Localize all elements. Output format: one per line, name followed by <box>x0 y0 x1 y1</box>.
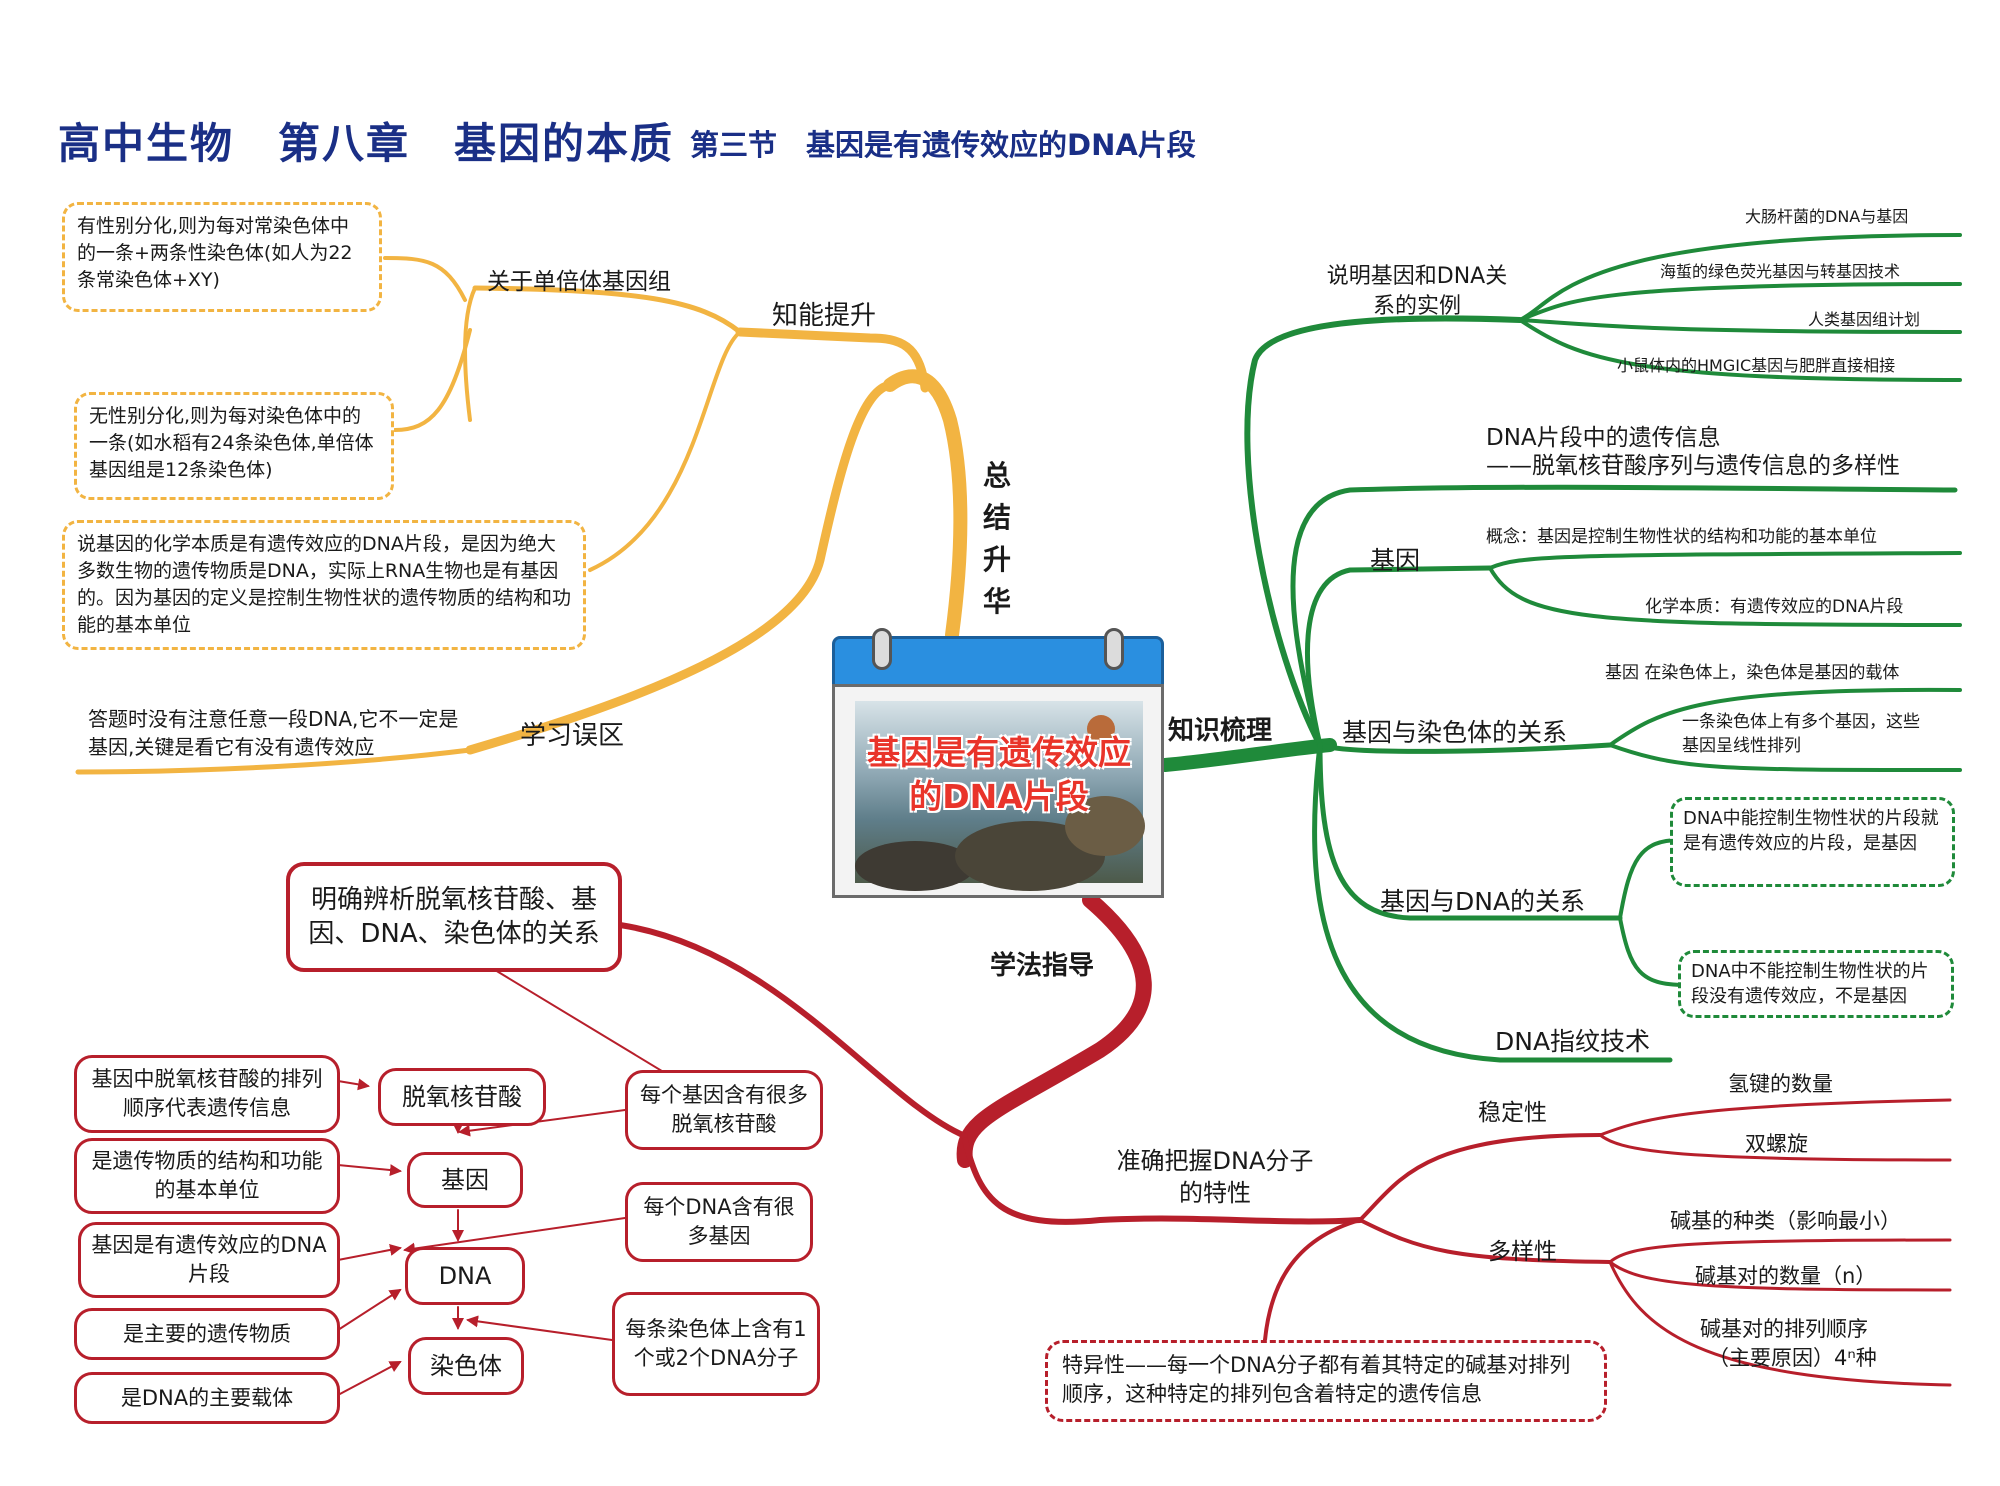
gene-label[interactable]: 基因 <box>1370 546 1421 575</box>
coin-icon <box>1087 715 1115 743</box>
example-item: 人类基因组计划 <box>1808 310 1921 329</box>
right-note: 每个基因含有很多脱氧核苷酸 <box>625 1070 823 1150</box>
diversity-item: （主要原因）4ⁿ种 <box>1708 1346 1877 1370</box>
fingerprint-label[interactable]: DNA指纹技术 <box>1495 1027 1651 1056</box>
center-label: 基因是有遗传效应的DNA片段 <box>867 733 1131 816</box>
mistake-text: 答题时没有注意任意一段DNA,它不一定是基因,关键是看它有没有遗传效应 <box>88 707 459 759</box>
left-note: 是遗传物质的结构和功能的基本单位 <box>74 1138 340 1214</box>
method-trunk <box>956 892 1152 1168</box>
diversity-item: 碱基对的数量（n） <box>1695 1264 1877 1288</box>
diversity-label[interactable]: 多样性 <box>1488 1239 1557 1265</box>
diversity-item: 碱基的种类（影响最小） <box>1670 1209 1901 1233</box>
example-item: 海蜇的绿色荧光基因与转基因技术 <box>1660 262 1901 281</box>
method-label[interactable]: 学法指导 <box>990 951 1095 981</box>
haploid-stem <box>463 286 477 422</box>
page-title: 高中生物 第八章 基因的本质 <box>58 119 675 168</box>
chemical-branch <box>588 330 742 572</box>
stability-item: 氢键的数量 <box>1728 1072 1833 1096</box>
k-dna <box>1317 742 1623 921</box>
mistake-branch <box>75 747 473 775</box>
k-gene <box>1305 565 1493 748</box>
node-gene: 基因 <box>407 1152 523 1208</box>
calendar-ring-icon <box>872 628 892 670</box>
node-chromosome: 染色体 <box>408 1337 524 1395</box>
zhineng-branch <box>735 327 930 393</box>
left-note: 是DNA的主要载体 <box>74 1372 340 1424</box>
node-dna: DNA <box>405 1247 525 1305</box>
summary-trunk <box>883 369 968 642</box>
k-chromosome <box>1317 742 1613 754</box>
method-properties <box>962 1137 1363 1225</box>
examples-label[interactable]: 说明基因和DNA关系的实例 <box>1326 264 1508 319</box>
haploid-label[interactable]: 关于单倍体基因组 <box>487 269 671 295</box>
stability-item: 双螺旋 <box>1745 1132 1808 1156</box>
gene-concept: 概念：基因是控制生物性状的结构和功能的基本单位 <box>1486 527 1877 547</box>
dna-relation-box1: DNA中能控制生物性状的片段就是有遗传效应的片段，是基因 <box>1670 797 1955 887</box>
haploid-asexual-box: 无性别分化,则为每对染色体中的一条(如水稻有24条染色体,单倍体基因组是12条染… <box>74 392 394 500</box>
calendar-ring-icon <box>1104 628 1124 670</box>
knowledge-label[interactable]: 知识梳理 <box>1168 716 1273 746</box>
chromosome-item1: 基因 在染色体上，染色体是基因的载体 <box>1605 663 1900 683</box>
summary-label[interactable]: 总结升华 <box>982 459 1011 618</box>
haploid-bottom <box>393 328 472 432</box>
dna-relation-box2: DNA中不能控制生物性状的片段没有遗传效应，不是基因 <box>1678 950 1954 1018</box>
chromosome-label[interactable]: 基因与染色体的关系 <box>1342 718 1568 747</box>
right-note: 每个DNA含有很多基因 <box>625 1182 813 1262</box>
info-line1[interactable]: DNA片段中的遗传信息 <box>1486 425 1721 451</box>
stone-icon <box>1065 796 1145 856</box>
calendar-body: 基因是有遗传效应的DNA片段 <box>832 684 1164 898</box>
left-note: 基因是有遗传效应的DNA片段 <box>78 1222 340 1298</box>
relation-box[interactable]: 明确辨析脱氧核苷酸、基因、DNA、染色体的关系 <box>286 862 622 972</box>
k-info <box>1290 484 1958 748</box>
node-nucleotide: 脱氧核苷酸 <box>378 1068 546 1126</box>
specificity-box: 特异性——每一个DNA分子都有着其特定的碱基对排列顺序，这种特定的排列包含着特定… <box>1045 1340 1607 1422</box>
gene-chemical: 化学本质：有遗传效应的DNA片段 <box>1645 597 1904 617</box>
chromosome-item2: 一条染色体上有多个基因，这些基因呈线性排列 <box>1682 712 1920 756</box>
center-node[interactable]: 基因是有遗传效应的DNA片段 <box>832 628 1164 898</box>
summary-lower <box>465 380 895 755</box>
dna-relation-label[interactable]: 基因与DNA的关系 <box>1380 887 1586 916</box>
diversity-item: 碱基对的排列顺序 <box>1700 1317 1868 1341</box>
method-relation <box>617 922 968 1139</box>
haploid-top <box>383 256 467 302</box>
left-note: 是主要的遗传物质 <box>74 1308 340 1360</box>
page-subtitle: 第三节 基因是有遗传效应的DNA片段 <box>690 128 1196 162</box>
info-line2: ——脱氧核苷酸序列与遗传信息的多样性 <box>1486 453 1900 479</box>
right-note: 每条染色体上含有1个或2个DNA分子 <box>612 1292 820 1396</box>
zhineng-label[interactable]: 知能提升 <box>772 301 877 331</box>
properties-label[interactable]: 准确把握DNA分子的特性 <box>1116 1147 1314 1207</box>
knowledge-trunk <box>1158 738 1337 772</box>
stones-photo <box>855 701 1145 891</box>
mistake-label[interactable]: 学习误区 <box>520 721 625 751</box>
left-note: 基因中脱氧核苷酸的排列顺序代表遗传信息 <box>74 1055 340 1133</box>
haploid-branch <box>472 285 743 335</box>
example-item: 小鼠体内的HMGIC基因与肥胖直接相接 <box>1617 356 1896 375</box>
stability-label[interactable]: 稳定性 <box>1478 1100 1547 1126</box>
k-examples <box>1244 315 1523 748</box>
k-fingerprint <box>1312 742 1673 1063</box>
example-item: 大肠杆菌的DNA与基因 <box>1745 207 1909 226</box>
chemical-nature-box: 说基因的化学本质是有遗传效应的DNA片段，是因为绝大多数生物的遗传物质是DNA，… <box>62 520 586 650</box>
haploid-sexual-box: 有性别分化,则为每对常染色体中的一条+两条性染色体(如人为22条常染色体+XY) <box>62 202 382 312</box>
